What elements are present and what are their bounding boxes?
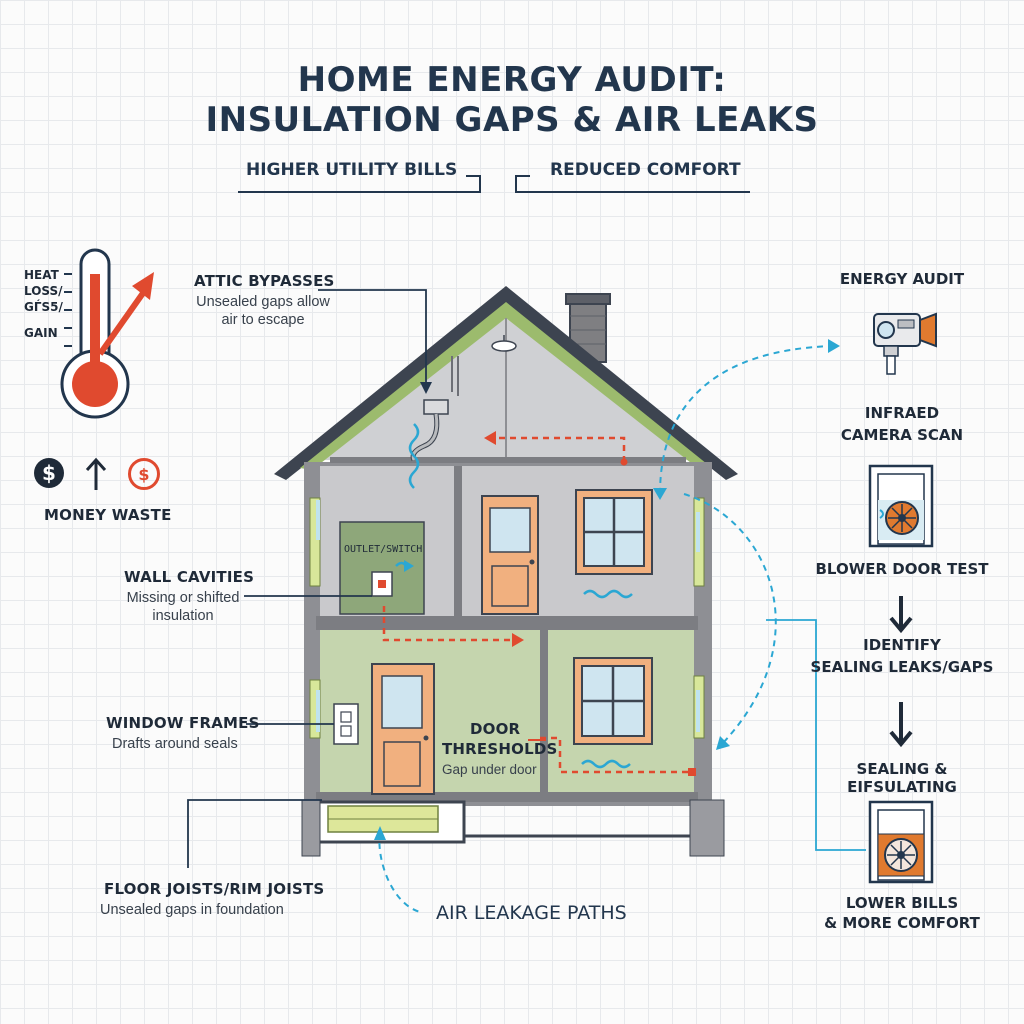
step-infrared-1: INFRAED — [864, 404, 940, 422]
callout-floor-title: FLOOR JOISTS/RIM JOISTS — [104, 880, 325, 898]
money-waste-label: MONEY WASTE — [44, 506, 172, 524]
callout-floor-desc: Unsealed gaps in foundation — [100, 902, 284, 918]
subhead-reduced-comfort: REDUCED COMFORT — [550, 160, 741, 180]
callout-wall-desc: Missing or shifted insulation — [126, 590, 240, 624]
up-arrow-icon — [85, 457, 107, 490]
callout-wall-title: WALL CAVITIES — [124, 568, 255, 586]
outlet-switch-label: OUTLET/SWITCH — [344, 544, 423, 555]
step-lower-bills-2: & MORE COMFORT — [824, 914, 980, 932]
blower-door-icon — [868, 464, 934, 548]
infrared-camera-icon — [873, 312, 937, 375]
air-leakage-paths-label: AIR LEAKAGE PATHS — [436, 902, 627, 924]
thermo-label-heat: HEAT — [24, 268, 59, 282]
down-arrow-icon-2 — [889, 702, 913, 748]
down-arrow-icon-1 — [889, 596, 913, 634]
step-sealing: SEALING & EIFSULATING — [847, 760, 957, 796]
title-line-1: HOME ENERGY AUDIT: — [297, 60, 727, 100]
callout-attic-desc: Unsealed gaps allow air to escape — [196, 294, 330, 328]
step-lower-bills-1: LOWER BILLS — [845, 894, 959, 912]
callout-door-title-1: DOOR — [470, 720, 521, 738]
callout-window-desc: Drafts around seals — [112, 736, 238, 752]
callout-window-title: WINDOW FRAMES — [106, 714, 260, 732]
dollar-coin-icon: $ — [34, 458, 64, 488]
step-infrared-2: CAMERA SCAN — [840, 426, 964, 444]
callout-attic-title: ATTIC BYPASSES — [194, 272, 335, 290]
callout-door-desc: Gap under door — [442, 762, 537, 777]
step-identify-2: SEALING LEAKS/GAPS — [810, 658, 994, 676]
thermometer-labels: HEAT LOSS/ GЃS5/ GAIN — [24, 268, 63, 340]
step-energy-audit: ENERGY AUDIT — [839, 270, 965, 288]
step-blower-door: BLOWER DOOR TEST — [815, 560, 989, 578]
thermo-label-gas: GЃS5/ — [24, 300, 63, 314]
callout-door-title-2: THRESHOLDS — [442, 740, 558, 758]
thermo-label-gain: GAIN — [24, 326, 58, 340]
lower-bills-fan-icon — [868, 800, 934, 884]
dollar-waste-icon: $ — [128, 458, 160, 490]
subhead-higher-bills: HIGHER UTILITY BILLS — [246, 160, 458, 180]
thermo-label-loss: LOSS/ — [24, 284, 63, 298]
title-line-2: INSULATION GAPS & AIR LEAKS — [205, 100, 819, 140]
step-identify-1: IDENTIFY — [863, 636, 941, 654]
thermometer-icon — [60, 248, 154, 419]
